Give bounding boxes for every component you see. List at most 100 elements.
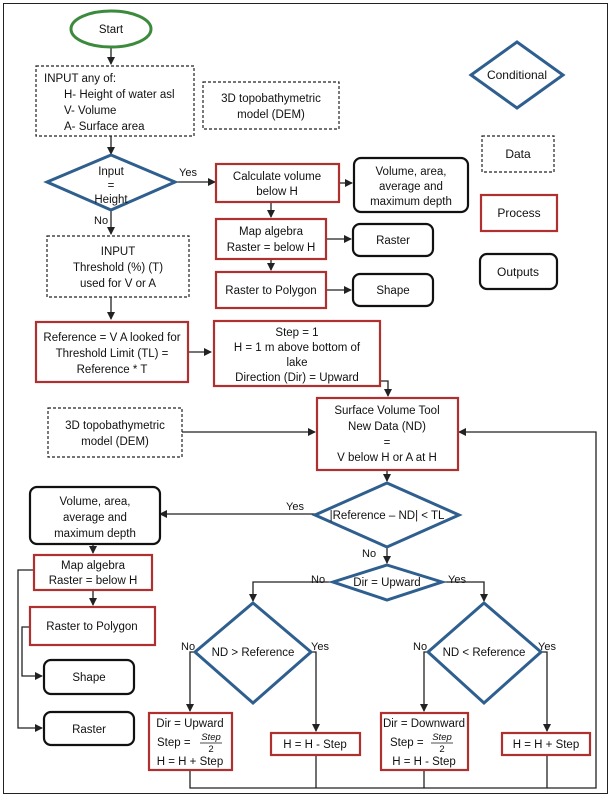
svg-text:below H: below H: [256, 186, 298, 198]
no-label-dir: No: [311, 574, 325, 586]
svg-text:Start: Start: [99, 24, 124, 36]
svg-text:Outputs: Outputs: [497, 265, 539, 279]
no-label-ref: No: [362, 548, 376, 560]
svg-text:ND < Reference: ND < Reference: [443, 647, 526, 659]
svg-text:Shape: Shape: [72, 672, 105, 684]
reference-box: Reference = V A looked for Threshold Lim…: [34, 320, 190, 384]
svg-text:maximum depth: maximum depth: [54, 528, 136, 540]
svg-text:INPUT: INPUT: [101, 246, 136, 258]
svg-text:Dir = Upward: Dir = Upward: [353, 577, 420, 589]
legend-process: Process: [479, 193, 559, 233]
no-label-lt: No: [413, 641, 427, 653]
output-shape-top: Shape: [351, 272, 435, 308]
svg-text:V below H or A at H: V below H or A at H: [337, 452, 437, 464]
decision-nd-gt-reference: ND > Reference: [192, 601, 314, 705]
map-algebra-top: Map algebra Raster = below H: [214, 217, 328, 261]
svg-text:Step =: Step =: [390, 737, 424, 749]
output-raster-left: Raster: [42, 710, 136, 747]
raster-to-polygon-left: Raster to Polygon: [28, 605, 157, 647]
svg-text:Step =: Step =: [157, 737, 191, 749]
svg-text:Dir = Downward: Dir = Downward: [383, 718, 465, 730]
svg-text:ND > Reference: ND > Reference: [212, 647, 295, 659]
legend: Conditional Data Process Outputs: [468, 40, 566, 291]
svg-text:Raster: Raster: [72, 724, 106, 736]
svg-text:3D topobathymetric: 3D topobathymetric: [221, 93, 321, 105]
svg-text:H- Height of water asl: H- Height of water asl: [64, 89, 175, 101]
step-init-box: Step = 1 H = 1 m above bottom of lake Di…: [212, 319, 382, 388]
svg-text:Raster: Raster: [376, 235, 410, 247]
svg-text:model (DEM): model (DEM): [81, 436, 149, 448]
decision-dir-upward: Dir = Upward: [328, 563, 447, 602]
raster-to-polygon-top: Raster to Polygon: [214, 270, 328, 310]
legend-conditional: Conditional: [468, 40, 566, 110]
svg-text:Step = 1: Step = 1: [275, 327, 318, 339]
svg-text:New Data (ND): New Data (ND): [348, 421, 426, 433]
svg-text:H = H - Step: H = H - Step: [392, 756, 456, 768]
legend-outputs: Outputs: [478, 252, 559, 291]
svg-text:Input: Input: [98, 166, 124, 178]
svg-text:=: =: [384, 437, 391, 449]
svg-text:Step: Step: [432, 732, 452, 743]
svg-text:H = H - Step: H = H - Step: [283, 739, 347, 751]
process-dir-upward: Dir = Upward Step = Step 2 H = H + Step: [147, 711, 234, 772]
output-volume-left: Volume, area, average and maximum depth: [28, 485, 162, 546]
svg-text:Raster = below H: Raster = below H: [49, 575, 138, 587]
svg-text:used for V or A: used for V or A: [80, 278, 156, 290]
svg-text:average and: average and: [379, 181, 443, 193]
svg-text:model (DEM): model (DEM): [237, 109, 305, 121]
process-h-plus-step: H = H + Step: [500, 731, 592, 757]
svg-text:Surface Volume Tool: Surface Volume Tool: [334, 405, 439, 417]
svg-text:lake: lake: [286, 357, 307, 369]
yes-label-gt: Yes: [311, 641, 329, 653]
svg-text:Map algebra: Map algebra: [61, 560, 126, 572]
decision-reference-tl: |Reference – ND| < TL: [311, 481, 463, 549]
svg-text:2: 2: [208, 744, 213, 755]
svg-text:Data: Data: [505, 147, 531, 161]
svg-text:Process: Process: [497, 206, 540, 220]
svg-text:Volume, area,: Volume, area,: [60, 496, 131, 508]
dem-mid-box: 3D topobathymetric model (DEM): [47, 407, 183, 458]
svg-text:INPUT any of:: INPUT any of:: [44, 73, 116, 85]
no-label: No: [94, 215, 108, 227]
no-label-gt: No: [181, 641, 195, 653]
svg-text:Dir = Upward: Dir = Upward: [156, 718, 223, 730]
svg-text:average and: average and: [63, 512, 127, 524]
start-node: Start: [69, 9, 153, 49]
output-shape-left: Shape: [42, 658, 136, 696]
decision-input-height: Input = Height: [43, 153, 179, 212]
svg-text:Reference * T: Reference * T: [77, 364, 148, 376]
svg-text:H = H + Step: H = H + Step: [157, 756, 223, 768]
input-threshold-box: INPUT Threshold (%) (T) used for V or A: [46, 235, 190, 298]
svg-text:H = 1 m above bottom of: H = 1 m above bottom of: [234, 342, 361, 354]
svg-text:H = H + Step: H = H + Step: [513, 739, 579, 751]
svg-text:maximum depth: maximum depth: [370, 196, 452, 208]
svg-text:A- Surface area: A- Surface area: [64, 121, 145, 133]
process-h-minus-step: H = H - Step: [269, 731, 362, 757]
output-raster-top: Raster: [351, 222, 435, 258]
svg-text:Reference = V A looked for: Reference = V A looked for: [43, 332, 180, 344]
svg-text:Raster to Polygon: Raster to Polygon: [225, 285, 316, 297]
svg-text:|Reference – ND| < TL: |Reference – ND| < TL: [330, 510, 445, 522]
svg-text:Direction (Dir) = Upward: Direction (Dir) = Upward: [235, 372, 359, 384]
figure-frame: [3, 3, 608, 794]
svg-text:Raster = below H: Raster = below H: [227, 242, 316, 254]
svg-text:Map algebra: Map algebra: [239, 226, 304, 238]
input-any-box: INPUT any of: H- Height of water asl V- …: [35, 65, 195, 137]
svg-text:3D topobathymetric: 3D topobathymetric: [65, 420, 165, 432]
process-dir-downward: Dir = Downward Step = Step 2 H = H - Ste…: [379, 711, 470, 772]
svg-text:Threshold (%) (T): Threshold (%) (T): [73, 262, 163, 274]
legend-data: Data: [481, 135, 555, 173]
yes-label: Yes: [179, 167, 197, 179]
svg-text:Conditional: Conditional: [487, 68, 547, 82]
svg-text:Threshold Limit (TL) =: Threshold Limit (TL) =: [56, 348, 169, 360]
svg-text:Raster to Polygon: Raster to Polygon: [46, 621, 137, 633]
svg-text:V- Volume: V- Volume: [64, 105, 116, 117]
yes-label-ref: Yes: [286, 501, 304, 513]
map-algebra-left: Map algebra Raster = below H: [32, 553, 154, 592]
yes-label-dir: Yes: [448, 574, 466, 586]
calc-volume-box: Calculate volume below H: [214, 162, 341, 204]
yes-label-lt: Yes: [538, 641, 556, 653]
svg-text:Calculate volume: Calculate volume: [233, 171, 321, 183]
surface-volume-tool-box: Surface Volume Tool New Data (ND) = V be…: [315, 396, 460, 472]
